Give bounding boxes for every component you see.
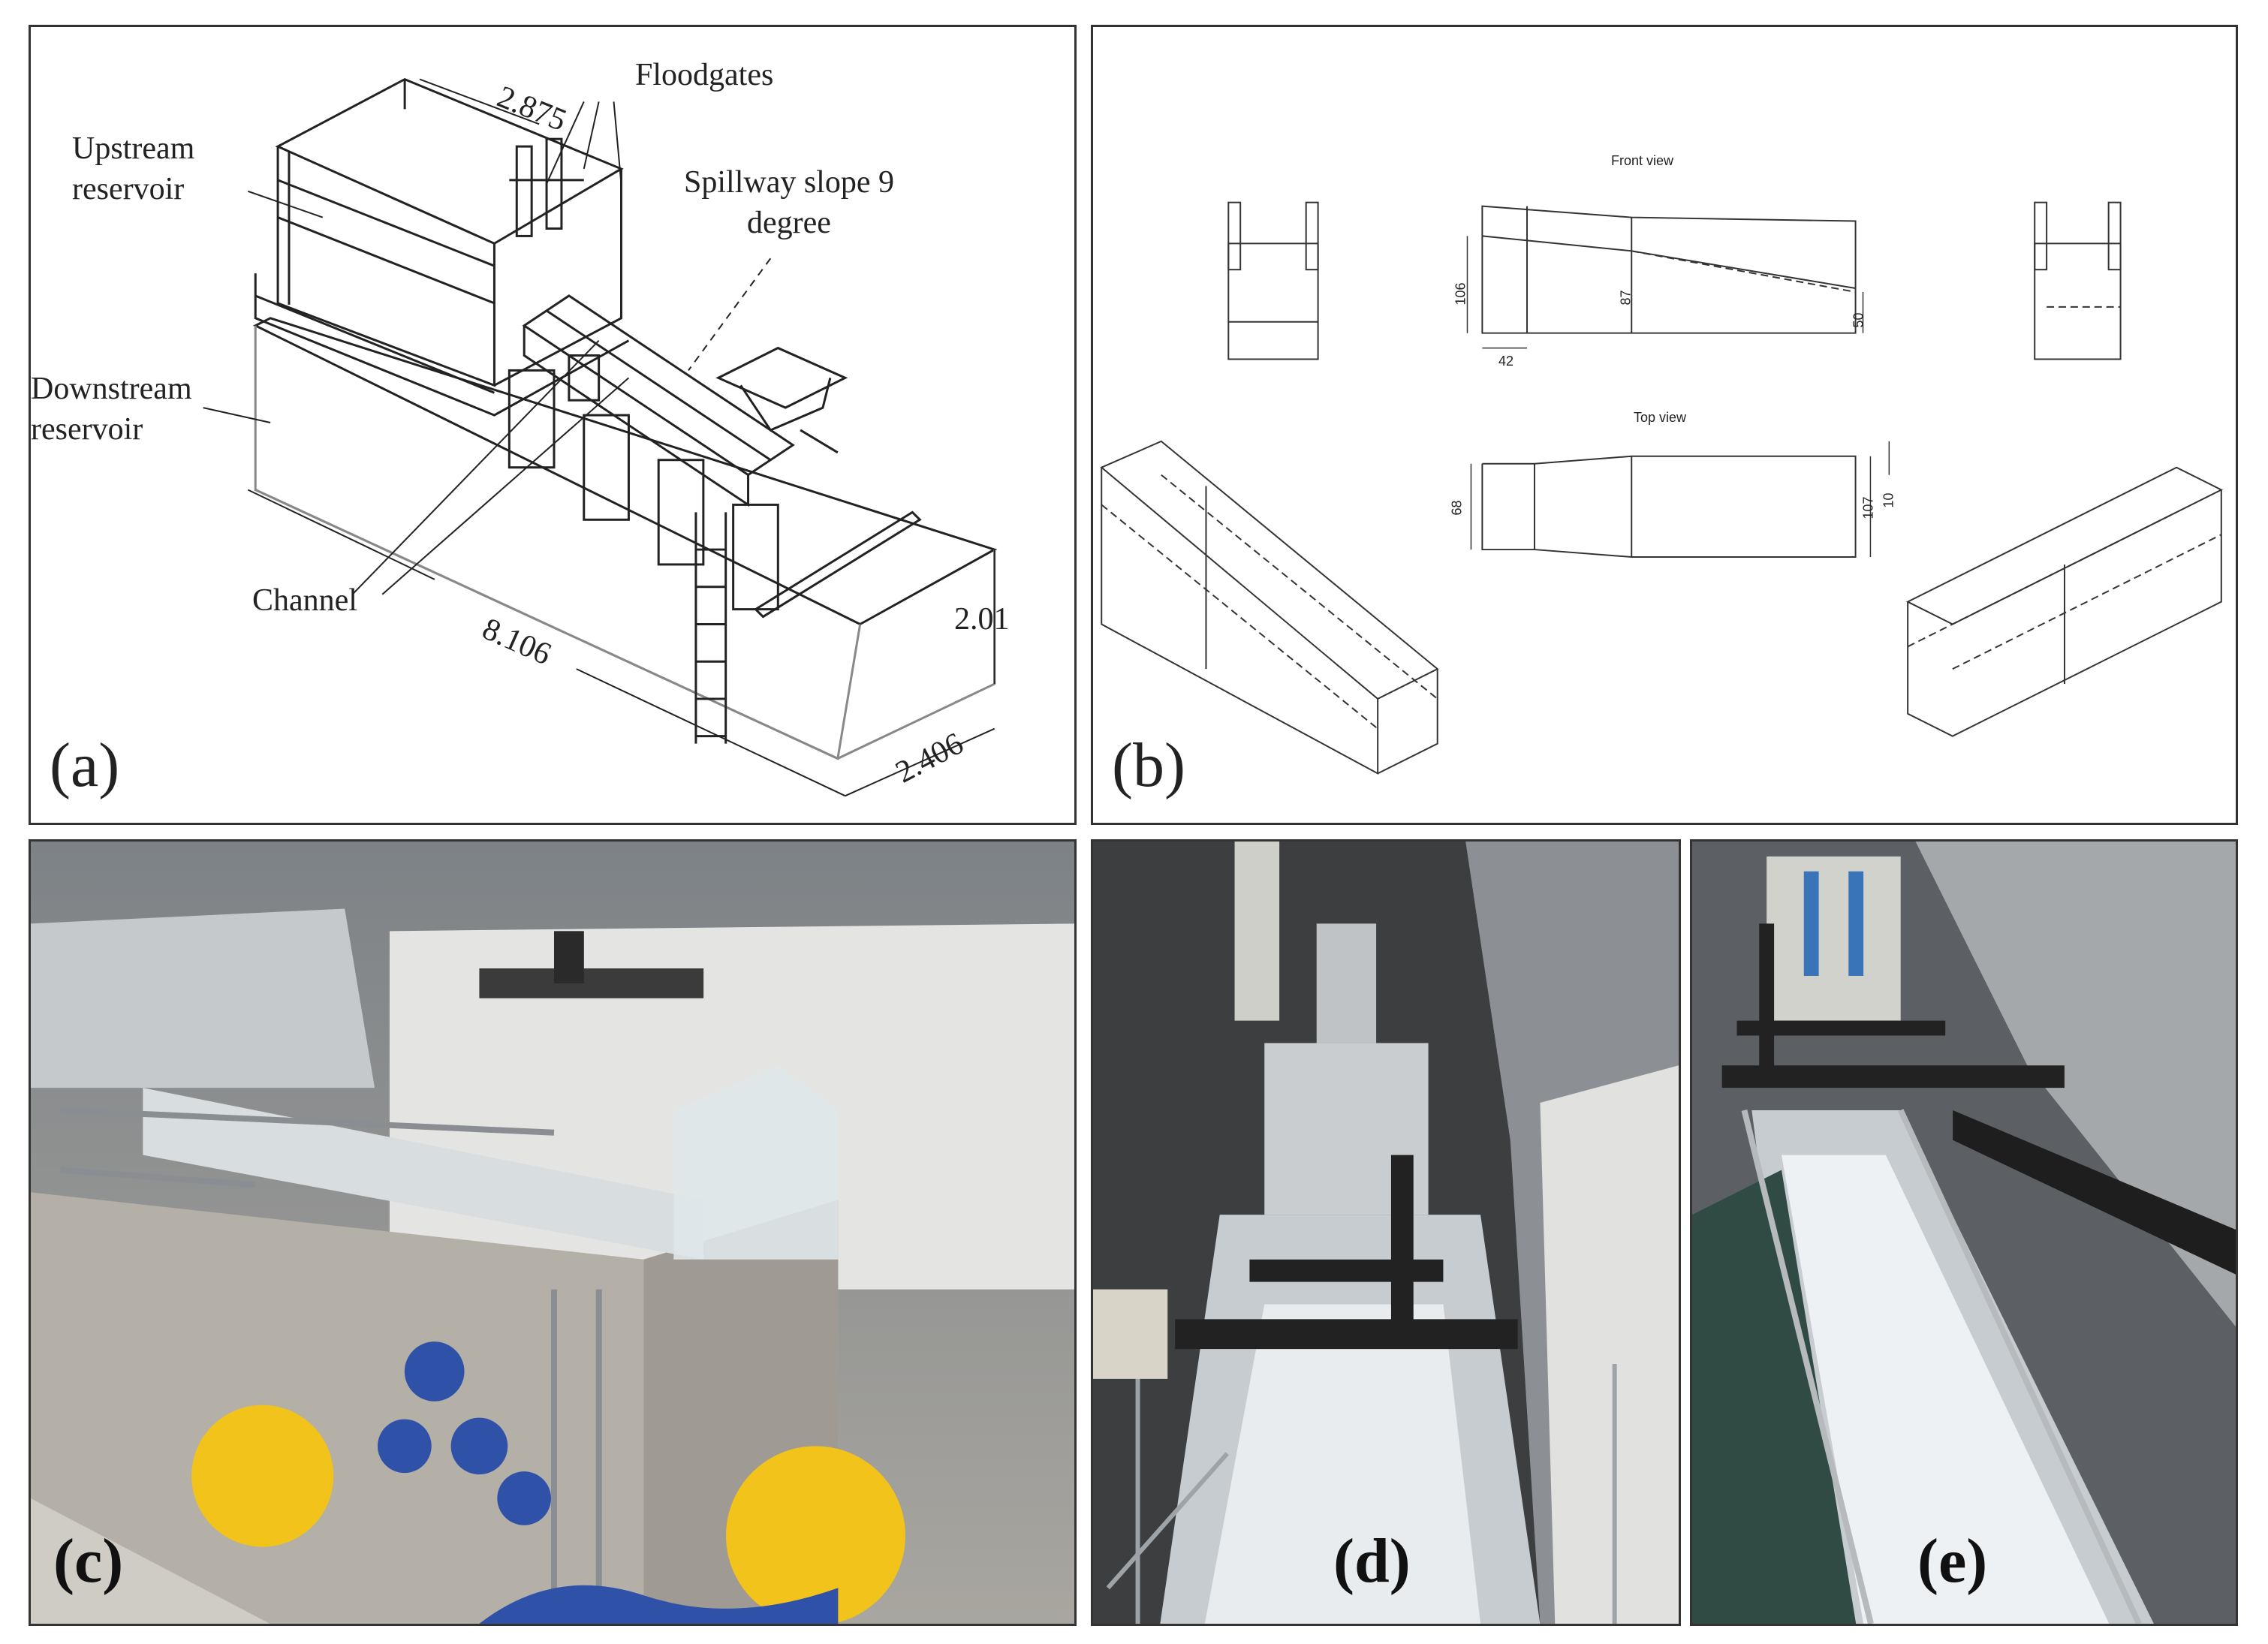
dimension-106: 106 [1453,282,1468,306]
dimension-107: 107 [1860,496,1876,519]
spillway-label: Spillway slope 9 degree [684,165,894,240]
dimension-height: 2.01 [954,602,1010,637]
flume-isometric-drawing [203,77,998,797]
flume-technical-drawing [1100,201,2224,775]
panel-d-label: (d) [1333,1526,1411,1596]
upstream-reservoir-label: Upstream reservoir [72,131,195,206]
dimension-68: 68 [1449,500,1465,516]
flume-overview-photo [31,842,1074,1624]
panel-b-technical-views: Front view Top view 106 87 50 42 68 107 … [1091,25,2238,825]
panel-a-label: (a) [50,730,120,800]
dimension-42: 42 [1498,354,1514,369]
top-view-title: Top view [1634,410,1687,425]
panel-c-label: (c) [53,1526,124,1596]
panel-e-photo: (e) [1690,839,2238,1626]
dimension-50: 50 [1851,312,1866,328]
downstream-reservoir-label: Downstream reservoir [31,372,192,447]
channel-label: Channel [252,583,357,618]
panel-b-label: (b) [1112,730,1185,800]
flume-front-photo [1093,842,1679,1624]
panel-e-label: (e) [1917,1526,1988,1596]
panel-a-isometric-drawing: Upstream reservoir Downstream reservoir … [29,25,1077,825]
flume-side-photo [1692,842,2236,1624]
panel-d-photo: (d) [1091,839,1681,1626]
dimension-10: 10 [1881,492,1896,508]
panel-c-photo: (c) [29,839,1077,1626]
floodgates-label: Floodgates [635,58,774,92]
dimension-87: 87 [1618,290,1634,306]
front-view-title: Front view [1611,153,1674,168]
